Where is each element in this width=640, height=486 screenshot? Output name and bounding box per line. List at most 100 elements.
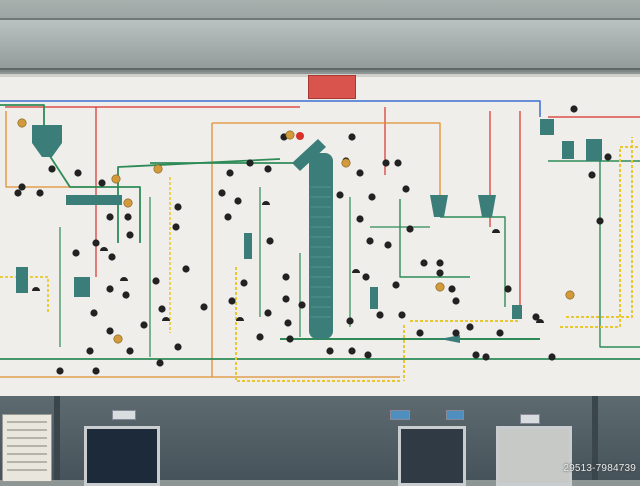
indicator-lamp-icon [111, 174, 121, 184]
pipe-dashed [560, 146, 640, 328]
indicator-icon [356, 169, 364, 177]
indicator-icon [406, 225, 414, 233]
indicator-icon [504, 285, 512, 293]
indicator-icon [356, 215, 364, 223]
hopper-icon [478, 195, 496, 217]
indicator-icon [436, 269, 444, 277]
indicator-lamp-icon [113, 334, 123, 344]
indicator-lamp-icon [341, 158, 351, 168]
console-tag [390, 410, 410, 420]
valve-icon [492, 229, 500, 233]
vessel-icon [16, 267, 28, 293]
indicator-icon [336, 191, 344, 199]
indicator-icon [174, 203, 182, 211]
indicator-icon [200, 303, 208, 311]
indicator-icon [240, 279, 248, 287]
pipe-orange [212, 122, 441, 195]
console-tag [520, 414, 540, 424]
indicator-icon [256, 333, 264, 341]
indicator-icon [398, 311, 406, 319]
pipe-green [117, 158, 281, 243]
pipe-dashed [566, 137, 633, 318]
watermark: 29513-7984739 [563, 463, 636, 474]
indicator-icon [364, 351, 372, 359]
indicator-icon [416, 329, 424, 337]
indicator-icon [98, 179, 106, 187]
indicator-icon [570, 105, 578, 113]
indicator-icon [452, 329, 460, 337]
indicator-icon [266, 237, 274, 245]
indicator-icon [264, 165, 272, 173]
valve-icon [262, 201, 270, 205]
indicator-icon [246, 159, 254, 167]
indicator-lamp-icon [153, 164, 163, 174]
indicator-icon [158, 305, 166, 313]
indicator-icon [92, 239, 100, 247]
indicator-icon [348, 347, 356, 355]
paper-sheet [2, 414, 52, 482]
vessel-icon [512, 305, 522, 319]
indicator-icon [482, 353, 490, 361]
valve-icon [100, 247, 108, 251]
indicator-icon [466, 323, 474, 331]
upper-window [0, 18, 640, 70]
indicator-icon [326, 347, 334, 355]
indicator-icon [106, 213, 114, 221]
indicator-icon [126, 231, 134, 239]
indicator-icon [496, 329, 504, 337]
indicator-icon [298, 301, 306, 309]
indicator-icon [126, 347, 134, 355]
indicator-icon [362, 273, 370, 281]
indicator-icon [86, 347, 94, 355]
process-diagram [0, 100, 640, 382]
indicator-icon [286, 335, 294, 343]
indicator-icon [376, 311, 384, 319]
vessel-icon [586, 139, 602, 161]
indicator-icon [282, 273, 290, 281]
pipe-green [440, 216, 506, 307]
indicator-icon [14, 189, 22, 197]
indicator-icon [74, 169, 82, 177]
indicator-icon [402, 185, 410, 193]
console-tag [112, 410, 136, 420]
indicator-icon [140, 321, 148, 329]
vessel-icon [370, 287, 378, 309]
indicator-icon [392, 281, 400, 289]
indicator-icon [72, 249, 80, 257]
vessel-icon [562, 141, 574, 159]
indicator-lamp-icon [285, 130, 295, 140]
alarm-lamp-icon [296, 132, 304, 140]
indicator-icon [106, 327, 114, 335]
indicator-icon [172, 223, 180, 231]
indicator-lamp-icon [435, 282, 445, 292]
vessel-icon [244, 233, 252, 259]
valve-icon [536, 319, 544, 323]
indicator-icon [156, 359, 164, 367]
pipe-green [399, 199, 470, 278]
pipe-dashed [235, 267, 400, 382]
indicator-icon [346, 317, 354, 325]
valve-icon [352, 269, 360, 273]
hopper-icon [430, 195, 448, 217]
pipe-blue [0, 100, 541, 117]
indicator-icon [36, 189, 44, 197]
indicator-icon [174, 343, 182, 351]
indicator-icon [224, 213, 232, 221]
valve-icon [440, 335, 460, 343]
indicator-icon [124, 213, 132, 221]
indicator-icon [226, 169, 234, 177]
indicator-icon [92, 367, 100, 375]
panel-label [308, 75, 356, 99]
indicator-icon [182, 265, 190, 273]
indicator-icon [284, 319, 292, 327]
valve-icon [32, 287, 40, 291]
indicator-icon [384, 241, 392, 249]
indicator-icon [122, 291, 130, 299]
indicator-icon [106, 285, 114, 293]
indicator-icon [90, 309, 98, 317]
valve-icon [162, 317, 170, 321]
vessel-icon [540, 119, 554, 135]
indicator-icon [366, 237, 374, 245]
indicator-icon [448, 285, 456, 293]
indicator-icon [152, 277, 160, 285]
